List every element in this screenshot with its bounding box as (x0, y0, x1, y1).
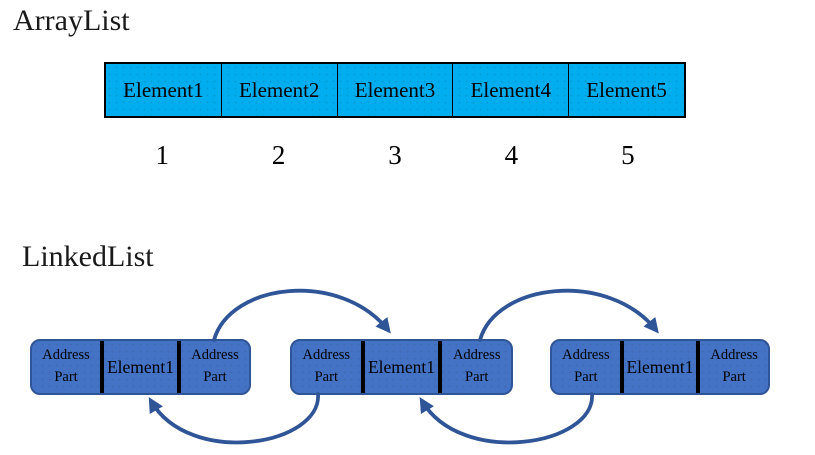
node3-divider-left (619, 341, 624, 393)
node2-divider-right (438, 341, 443, 393)
node1-divider-left (100, 341, 104, 393)
linkedlist-title: LinkedList (22, 240, 154, 273)
node2-address-left: Address Part (302, 347, 351, 385)
node2-element: Element1 (367, 356, 436, 377)
arraylist-cells: Element1 Element2 Element3 Element4 Elem… (104, 62, 686, 118)
node3-divider-right (696, 341, 701, 393)
array-index-1: 1 (155, 139, 169, 170)
node1-address-right: Address Part (191, 347, 239, 385)
array-index-3: 3 (388, 139, 402, 170)
node2-divider-left (360, 341, 365, 393)
arrow-node3-to-node2 (419, 392, 594, 445)
linkedlist-node-2: Address Part Element1 Address Part (290, 339, 513, 395)
arraylist-title: ArrayList (13, 4, 130, 37)
array-cell-4: Element4 (453, 64, 570, 116)
linkedlist-node-1: Address Part Element1 Address Part (30, 339, 251, 395)
node3-address-right: Address Part (710, 347, 758, 385)
node1-divider-right (177, 341, 181, 393)
array-index-4: 4 (504, 139, 519, 170)
node1-address-left: Address Part (42, 347, 90, 385)
node3-address-left: Address Part (562, 347, 610, 385)
array-cell-1: Element1 (106, 64, 222, 116)
array-cell-2: Element2 (222, 64, 338, 116)
array-index-2: 2 (271, 139, 286, 170)
array-index-5: 5 (621, 139, 635, 170)
array-cell-3: Element3 (338, 64, 454, 116)
array-cell-5: Element5 (586, 77, 667, 102)
arrow-node2-to-node3 (478, 288, 659, 342)
node3-element: Element1 (626, 356, 694, 377)
linkedlist-node-3: Address Part Element1 Address Part (550, 339, 770, 395)
node2-address-right: Address Part (452, 347, 501, 385)
node1-element: Element1 (106, 356, 175, 377)
arrow-node2-to-node1 (148, 392, 320, 445)
arrow-node1-to-node2 (212, 288, 391, 342)
arraylist-indices: 1 2 3 4 5 (104, 133, 686, 177)
